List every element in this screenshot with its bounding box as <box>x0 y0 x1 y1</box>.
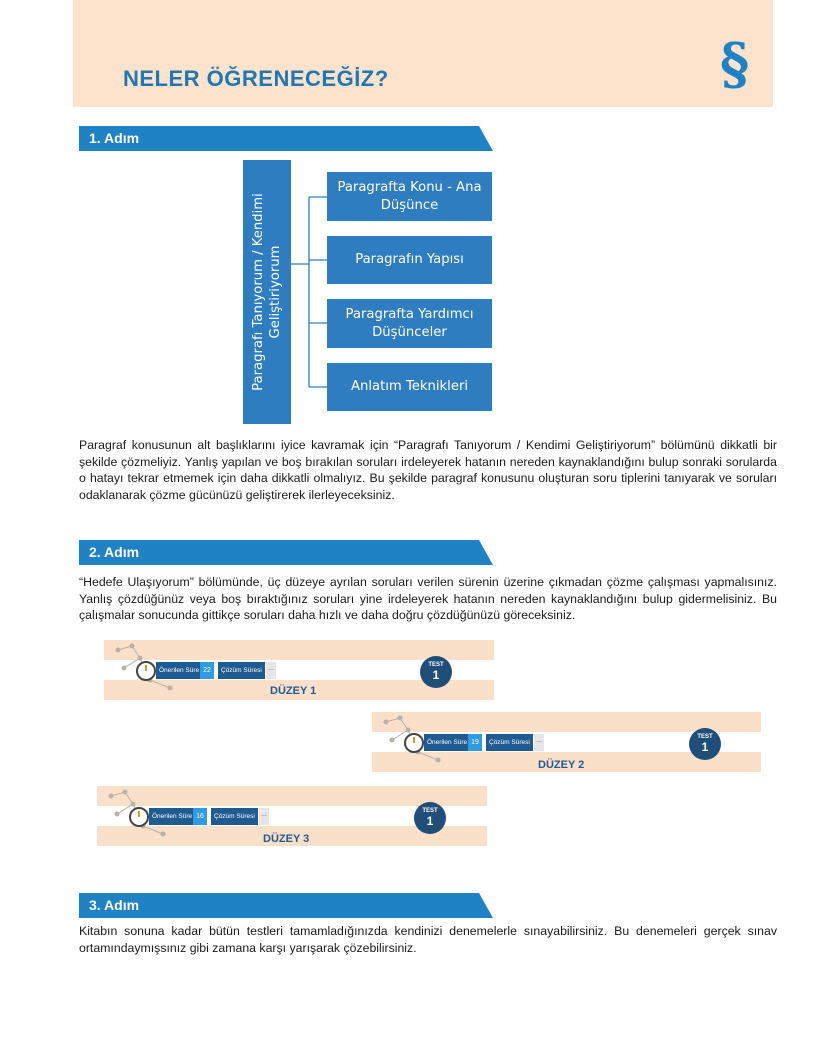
tree-root: Paragrafı Tanıyorum / Kendimi Geliştiriy… <box>243 160 291 424</box>
suggested-time-value: 19 <box>468 734 482 751</box>
solve-time-value: ... <box>266 662 276 679</box>
banner-shape <box>79 893 493 918</box>
level-3-label: DÜZEY 3 <box>263 833 310 845</box>
timer-icon <box>129 807 149 827</box>
test-badge-number: 1 <box>701 740 709 754</box>
tree-node-anlatim: Anlatım Teknikleri <box>327 363 492 411</box>
suggested-time-label: Önerilen Süre <box>156 662 203 679</box>
step-1-banner: 1. Adım <box>79 126 493 151</box>
suggested-time-value: 22 <box>200 662 214 679</box>
page-header: NELER ÖĞRENECEĞİZ? § <box>73 0 773 107</box>
solve-time-label: Çözüm Süresi <box>218 662 265 679</box>
level-1-bar: Önerilen Süre 22 Çözüm Süresi ... DÜZEY … <box>104 640 494 700</box>
banner-shape <box>79 126 493 151</box>
tree-node-konu: Paragrafta Konu - Ana Düşünce <box>327 172 492 221</box>
test-badge-label: TEST <box>428 662 444 668</box>
test-badge: TEST 1 <box>420 656 452 688</box>
solve-time-value: ... <box>534 734 544 751</box>
section-sign-icon: § <box>720 31 750 97</box>
page-title: NELER ÖĞRENECEĞİZ? <box>123 66 389 91</box>
step-1-label: 1. Adım <box>89 130 140 146</box>
timer-icon <box>404 733 424 753</box>
molecule-icon <box>115 643 173 691</box>
timer-icon <box>136 661 156 681</box>
tree-node-yardimci: Paragrafta Yardımcı Düşünceler <box>327 299 492 348</box>
solve-time-label: Çözüm Süresi <box>211 808 258 825</box>
suggested-time-value: 16 <box>193 808 207 825</box>
banner-shape <box>79 540 493 565</box>
test-badge: TEST 1 <box>414 802 446 834</box>
level-1-label: DÜZEY 1 <box>270 685 317 697</box>
test-badge-number: 1 <box>432 668 440 682</box>
test-badge-number: 1 <box>426 814 434 828</box>
step-2-text: “Hedefe Ulaşıyorum” bölümünde, üç düzeye… <box>79 575 777 622</box>
step-2-label: 2. Adım <box>89 544 140 560</box>
step-2-banner: 2. Adım <box>79 540 493 565</box>
step-3-banner: 3. Adım <box>79 893 493 918</box>
suggested-time-label: Önerilen Süre <box>149 808 196 825</box>
step-3-label: 3. Adım <box>89 897 140 913</box>
test-badge-label: TEST <box>422 808 438 814</box>
solve-time-value: ... <box>259 808 269 825</box>
suggested-time-label: Önerilen Süre <box>424 734 471 751</box>
level-3-bar: Önerilen Süre 16 Çözüm Süresi ... DÜZEY … <box>97 786 487 846</box>
tree-root-label: Paragrafı Tanıyorum / Kendimi Geliştiriy… <box>251 193 283 391</box>
step-3-text: Kitabın sonuna kadar bütün testleri tama… <box>79 924 777 955</box>
level-2-bar: Önerilen Süre 19 Çözüm Süresi ... DÜZEY … <box>372 712 761 772</box>
step-1-text: Paragraf konusunun alt başlıklarını iyic… <box>79 438 777 502</box>
test-badge: TEST 1 <box>689 728 721 760</box>
solve-time-label: Çözüm Süresi <box>486 734 533 751</box>
tree-node-yapi: Paragrafın Yapısı <box>327 236 492 284</box>
test-badge-label: TEST <box>697 734 713 740</box>
level-2-label: DÜZEY 2 <box>538 759 585 771</box>
